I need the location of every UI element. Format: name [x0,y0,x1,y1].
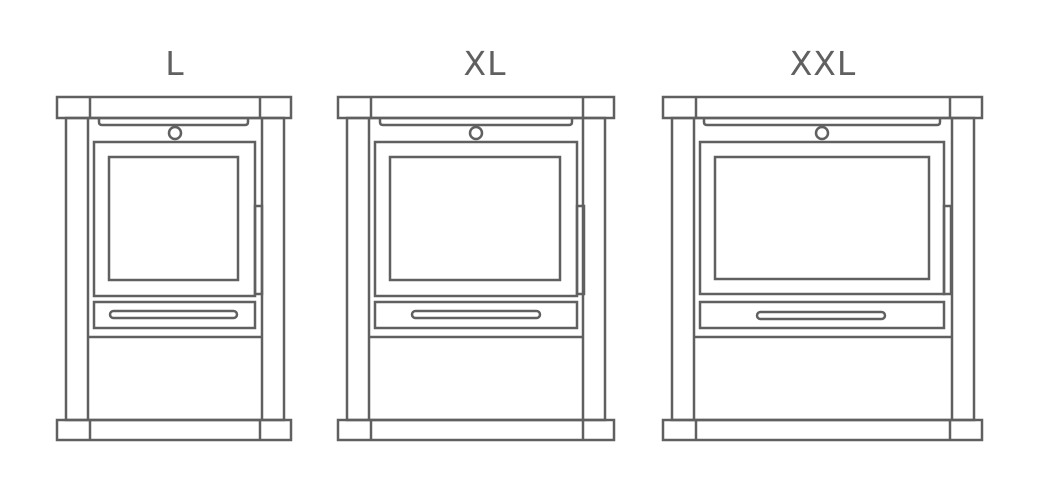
stove-xl: XL [336,44,616,442]
stove-xl-top-plate [336,95,616,120]
stove-xl-door-handle [575,204,586,296]
stove-l-top-vent [97,119,250,127]
stove-l-top-plate [55,95,293,120]
stove-xl-ash-drawer [373,300,579,330]
stove-xl-glass-window [388,155,562,282]
stove-xxl-door-handle [942,204,953,296]
stove-xxl-drawer-handle [755,310,887,321]
stove-l-glass-window [107,155,240,282]
stove-l-door-frame [92,140,257,298]
stove-l-body [64,116,286,422]
stove-xxl-top-vent [702,119,942,127]
stove-xl-door-frame [373,140,579,298]
stove-xl-air-control-knob [468,125,484,141]
stove-xxl-top-plate [661,95,984,120]
stove-xxl-glass-window [713,155,931,281]
stove-l-drawer-handle [108,309,239,320]
stove-l-air-control-knob [167,125,183,141]
stove-xxl-door-frame [698,140,946,296]
stove-xl-top-vent [378,119,574,127]
stove-xl-body [345,116,607,422]
stove-xxl: XXL [661,44,984,442]
stove-l-bottom-plate [55,418,293,442]
stove-l-door-handle [253,204,264,296]
stove-l-ash-drawer [92,300,257,330]
stove-l: L [55,44,293,442]
stove-xl-bottom-plate [336,418,616,442]
stove-l-label: L [165,44,184,83]
stove-xxl-air-control-knob [814,125,830,141]
stove-xl-label: XL [464,44,507,83]
stove-xxl-ash-drawer [698,300,946,330]
stove-xl-drawer-handle [410,309,542,320]
stove-xxl-bottom-plate [661,418,984,442]
stove-xxl-label: XXL [790,44,857,83]
